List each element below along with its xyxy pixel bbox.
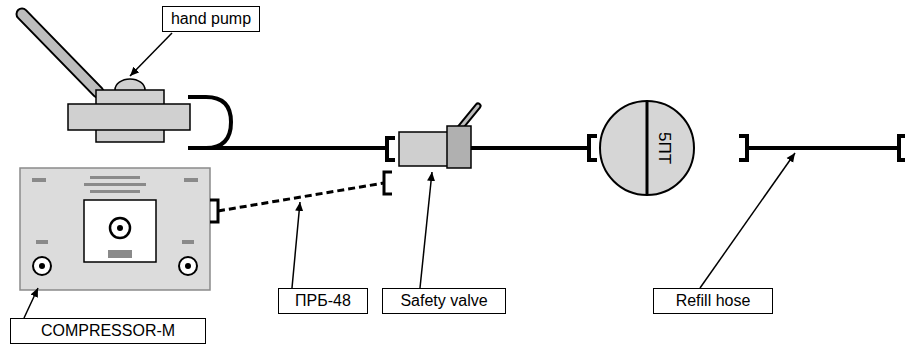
callout-box: ПРБ-48 (278, 288, 368, 314)
callout-label: hand pump (171, 11, 251, 27)
callout-label: ПРБ-48 (295, 293, 351, 309)
callout-box: Safety valve (382, 288, 506, 314)
callout-box: hand pump (162, 6, 260, 32)
gauge-label: 5ПТ (656, 132, 673, 164)
hose-bracket (739, 136, 747, 160)
safety-valve (399, 106, 478, 168)
hose-bracket (387, 138, 395, 160)
prb-hose-dashed (218, 183, 384, 211)
hose-bracket (589, 136, 597, 160)
leader-line (24, 288, 38, 318)
callout-box: COMPRESSOR-M (10, 318, 206, 344)
hose-bracket (899, 136, 905, 160)
callout-box: Refill hose (653, 288, 773, 314)
gauge-circle: 5ПТ (597, 98, 697, 198)
leader-line (420, 172, 432, 288)
hose-line (206, 146, 388, 150)
leader-line (292, 202, 300, 288)
hand-pump (22, 14, 231, 148)
hose-line (471, 146, 590, 150)
leader-line (700, 153, 795, 288)
compressor-unit (20, 168, 210, 290)
hose-bracket (384, 172, 392, 194)
callout-label: COMPRESSOR-M (41, 323, 175, 339)
hose-bracket (210, 200, 218, 222)
callout-label: Refill hose (676, 293, 751, 309)
gauge-outline (597, 98, 697, 198)
callout-label: Safety valve (400, 293, 487, 309)
leader-line (130, 33, 172, 76)
refill-hose-line (747, 146, 899, 150)
